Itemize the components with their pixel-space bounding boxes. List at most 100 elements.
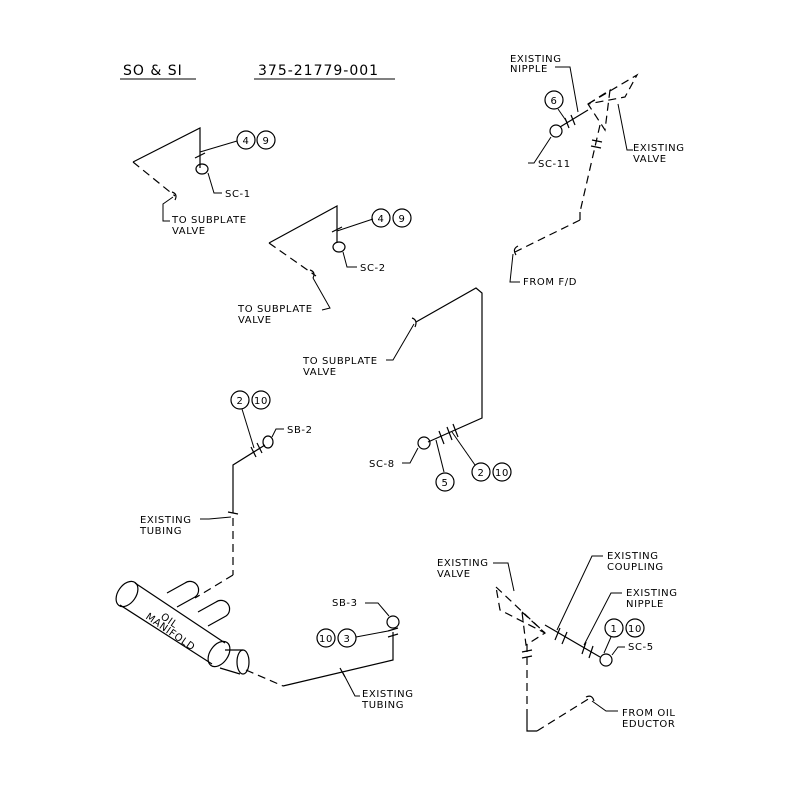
existing-nipple-bottom-leader <box>583 592 622 646</box>
sb2-tick-1 <box>250 446 257 458</box>
existing-coupling-line1: EXISTING <box>607 551 659 562</box>
sb3-balloon-leader <box>355 630 389 638</box>
designation-label: SO & SI <box>123 63 183 79</box>
existing-tubing-bottom-line1: EXISTING <box>362 689 414 700</box>
nipple-top-tick-2 <box>570 114 576 126</box>
existing-tubing-left-lower <box>194 574 234 599</box>
existing-coupling-leader <box>556 555 603 631</box>
sc1-tube-dashed <box>132 161 176 197</box>
sb2-balloon-a-text: 2 <box>237 396 244 407</box>
sc8-tick-2 <box>452 423 459 438</box>
existing-valve-bottom-leader <box>493 562 515 592</box>
existing-valve-top-triangle <box>587 88 611 132</box>
sc2-tube <box>268 204 338 244</box>
sc8-balloon-a <box>471 462 491 482</box>
sc2-balloon-b <box>392 208 412 228</box>
sc1-label: SC-1 <box>225 189 251 200</box>
sb3-tube <box>282 632 394 687</box>
sc2-break-mark <box>309 269 315 279</box>
to-subplate-3-line2: VALVE <box>303 367 337 378</box>
sc5-vertical-tick-1 <box>521 649 533 653</box>
to-subplate-1-line2: VALVE <box>172 226 206 237</box>
sc8-balloon-single-text: 5 <box>442 478 449 489</box>
sc1-balloon-a-text: 4 <box>243 136 250 147</box>
existing-nipple-top-line1: EXISTING <box>510 54 562 65</box>
sb3-fitting <box>386 615 400 629</box>
manifold-end-left <box>115 580 139 608</box>
sc1-fitting-tick <box>194 152 206 159</box>
sb3-label: SB-3 <box>332 598 358 609</box>
existing-nipple-top-tube <box>559 109 589 128</box>
manifold-body-sides <box>119 582 226 665</box>
existing-valve-bottom-line1: EXISTING <box>437 558 489 569</box>
sc5-vertical-tick-2 <box>521 655 533 659</box>
sc2-fitting <box>332 241 346 253</box>
sc1-label-leader <box>207 172 222 194</box>
existing-valve-bottom-line2: VALVE <box>437 569 471 580</box>
from-oil-eductor-leader <box>591 700 618 712</box>
sb2-label-leader <box>271 428 284 438</box>
existing-tubing-bottom-leader <box>342 672 360 697</box>
sb2-fitting <box>262 435 274 449</box>
sc8-balloon-single <box>435 472 455 492</box>
existing-tubing-left-line1: EXISTING <box>140 515 192 526</box>
sc11-line-dashed <box>579 124 601 213</box>
sb2-balloon-b <box>251 390 271 410</box>
sc8-balloon-b-text: 10 <box>495 468 509 479</box>
sb3-balloon-b <box>337 628 357 648</box>
existing-valve-bottom-triangle <box>521 610 546 647</box>
sc1-balloon-leader <box>199 140 238 153</box>
sc11-balloon-text: 6 <box>551 96 558 107</box>
existing-valve-top-line1: EXISTING <box>633 143 685 154</box>
sc8-balloon-b <box>492 462 512 482</box>
sc11-balloon-leader <box>557 108 568 123</box>
sb2-balloon-a <box>230 390 250 410</box>
sc8-assembly: SC-8 5 2 10 TO SUBPLATE VALVE <box>302 287 512 492</box>
oil-manifold-assembly: SB-2 2 10 EXISTING TUBING OIL MANIFOLD S… <box>115 390 414 711</box>
sc5-assembly: FROM OIL EDUCTOR SC-5 1 10 EXISTING VALV… <box>437 551 678 732</box>
sc8-balloon-a-text: 2 <box>478 468 485 479</box>
sc5-label-leader <box>611 646 625 656</box>
sc1-break-mark <box>171 191 177 201</box>
to-subplate-2-line1: TO SUBPLATE <box>237 304 313 315</box>
to-subplate-3-line1: TO SUBPLATE <box>302 356 378 367</box>
sc2-fitting-tick <box>331 226 343 233</box>
sc11-fitting <box>549 124 563 138</box>
sc5-label: SC-5 <box>628 642 654 653</box>
sb2-balloon-leader <box>241 408 255 449</box>
nipple-bottom-tick-2 <box>588 645 594 659</box>
manifold-stub-2 <box>197 599 231 627</box>
sc2-balloon-a <box>371 208 391 228</box>
existing-nipple-bottom-line1: EXISTING <box>626 588 678 599</box>
sc1-assembly: 4 9 SC-1 TO SUBPLATE VALVE <box>132 127 276 237</box>
sb3-balloon-a <box>316 628 336 648</box>
from-fd-label: FROM F/D <box>523 277 577 288</box>
to-subplate-2-line2: VALVE <box>238 315 272 326</box>
existing-coupling-line2: COUPLING <box>607 562 664 573</box>
from-oil-eductor-line2: EDUCTOR <box>622 719 675 730</box>
sc8-balloon-single-leader <box>435 439 445 473</box>
sc8-break-mark <box>411 317 417 328</box>
sc2-label-leader <box>342 251 357 268</box>
existing-tubing-bottom-line2: TUBING <box>361 700 404 711</box>
existing-valve-bottom-body <box>495 585 546 634</box>
sc8-fitting <box>417 436 431 450</box>
to-subplate-3-leader <box>386 323 415 361</box>
existing-valve-top-line2: VALVE <box>633 154 667 165</box>
sc1-balloon-b-text: 9 <box>263 136 270 147</box>
sc1-tube <box>132 127 201 168</box>
sc11-label: SC-11 <box>538 159 571 170</box>
manifold-outlet-end <box>236 649 250 675</box>
sb3-label-leader <box>365 602 390 617</box>
sc5-break-mark <box>585 695 595 702</box>
sc11-label-leader <box>528 136 552 164</box>
sc2-balloon-b-text: 9 <box>399 214 406 225</box>
sc5-balloon-b <box>625 618 645 638</box>
to-subplate-2-leader <box>312 277 331 311</box>
sb2-tick-2 <box>256 442 263 454</box>
from-fd-leader <box>509 253 520 283</box>
existing-valve-top-leader <box>617 103 633 151</box>
sc5-fitting <box>599 653 613 667</box>
sb2-label: SB-2 <box>287 425 313 436</box>
